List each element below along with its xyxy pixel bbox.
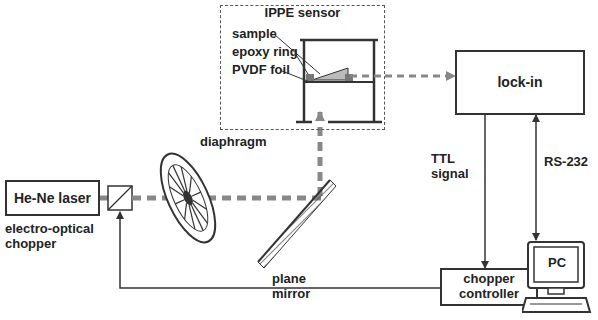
signal-label: RS-232 (542, 155, 590, 170)
part-label: electro-optical chopper (5, 222, 117, 252)
monitor-drawing (522, 240, 592, 316)
plane-mirror (258, 180, 336, 268)
node-text: He-Ne laser (14, 190, 91, 206)
controller-box: chopper controller (440, 268, 538, 306)
laser-box: He-Ne laser (5, 180, 100, 216)
sample-wedge (312, 68, 348, 80)
part-label: diaphragm (200, 135, 266, 150)
node-text: lock-in (497, 74, 542, 90)
epoxy-ring (306, 74, 314, 81)
signal-label: TTL signal (429, 152, 479, 182)
laser-beam (100, 196, 108, 201)
part-label: epoxy ring (232, 45, 298, 60)
part-label: PVDF foil (232, 63, 290, 78)
signal-path (350, 75, 385, 78)
diaphragm-wheel (150, 146, 227, 250)
part-label: sample (232, 27, 277, 42)
node-text: PC (548, 256, 566, 271)
laser-beam (132, 196, 322, 201)
computer-icon: PC (522, 240, 592, 316)
sensor-drawing (296, 40, 382, 122)
cube-diagonal (108, 186, 132, 210)
connector (385, 75, 455, 78)
connector (535, 115, 537, 240)
laser-beam (318, 112, 323, 196)
node-text: IPPE sensor (265, 6, 341, 21)
chopper-cube (108, 186, 132, 210)
lock-in-box: lock-in (455, 50, 585, 115)
part-label: plane mirror (272, 272, 332, 302)
node-text: chopper controller (442, 272, 536, 302)
connector (484, 115, 486, 268)
